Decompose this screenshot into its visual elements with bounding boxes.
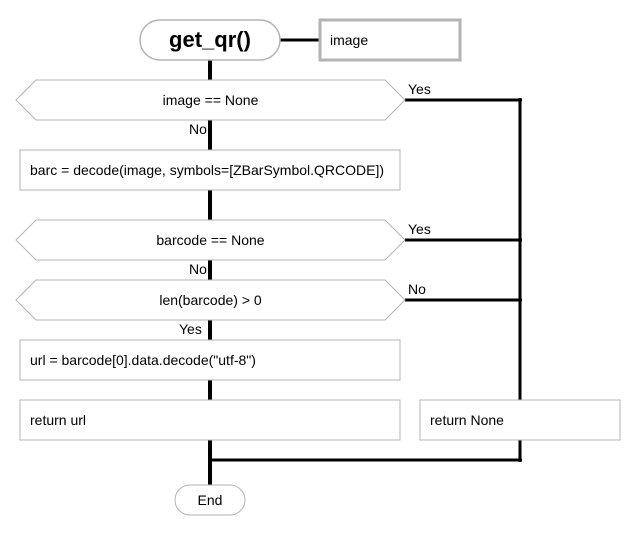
decision-1-yes-label: Yes [408, 81, 431, 97]
decision-2-yes-label: Yes [408, 221, 431, 237]
decision-2-condition: barcode == None [156, 232, 265, 248]
return-url-box [19, 399, 401, 441]
decision-3-no-label: No [408, 281, 426, 297]
url-assign-text: url = barcode[0].data.decode("utf-8") [30, 352, 256, 368]
end-terminal [174, 484, 246, 516]
decision-2-no-label: No [189, 261, 207, 277]
return-url-text: return url [30, 412, 87, 428]
decision-1-condition: image == None [162, 92, 259, 108]
parameter-label: image [330, 32, 369, 48]
url-assign-box [19, 339, 401, 381]
decode-step-box [19, 149, 401, 191]
end-label: End [197, 492, 223, 508]
decision-3-yes-label: Yes [179, 321, 202, 337]
decision-1-no-label: No [189, 121, 207, 137]
start-terminal [139, 19, 281, 61]
decode-step-text: barc = decode(image, symbols=[ZBarSymbol… [30, 162, 385, 178]
return-none-text: return None [430, 412, 504, 428]
decision-3-condition: len(barcode) > 0 [159, 292, 262, 308]
function-name: get_qr() [169, 27, 251, 52]
decision-3-shape [15, 279, 406, 321]
decision-1-shape [15, 79, 406, 121]
parameter-box [318, 18, 462, 62]
return-none-box [419, 399, 621, 441]
decision-2-shape [15, 219, 406, 261]
